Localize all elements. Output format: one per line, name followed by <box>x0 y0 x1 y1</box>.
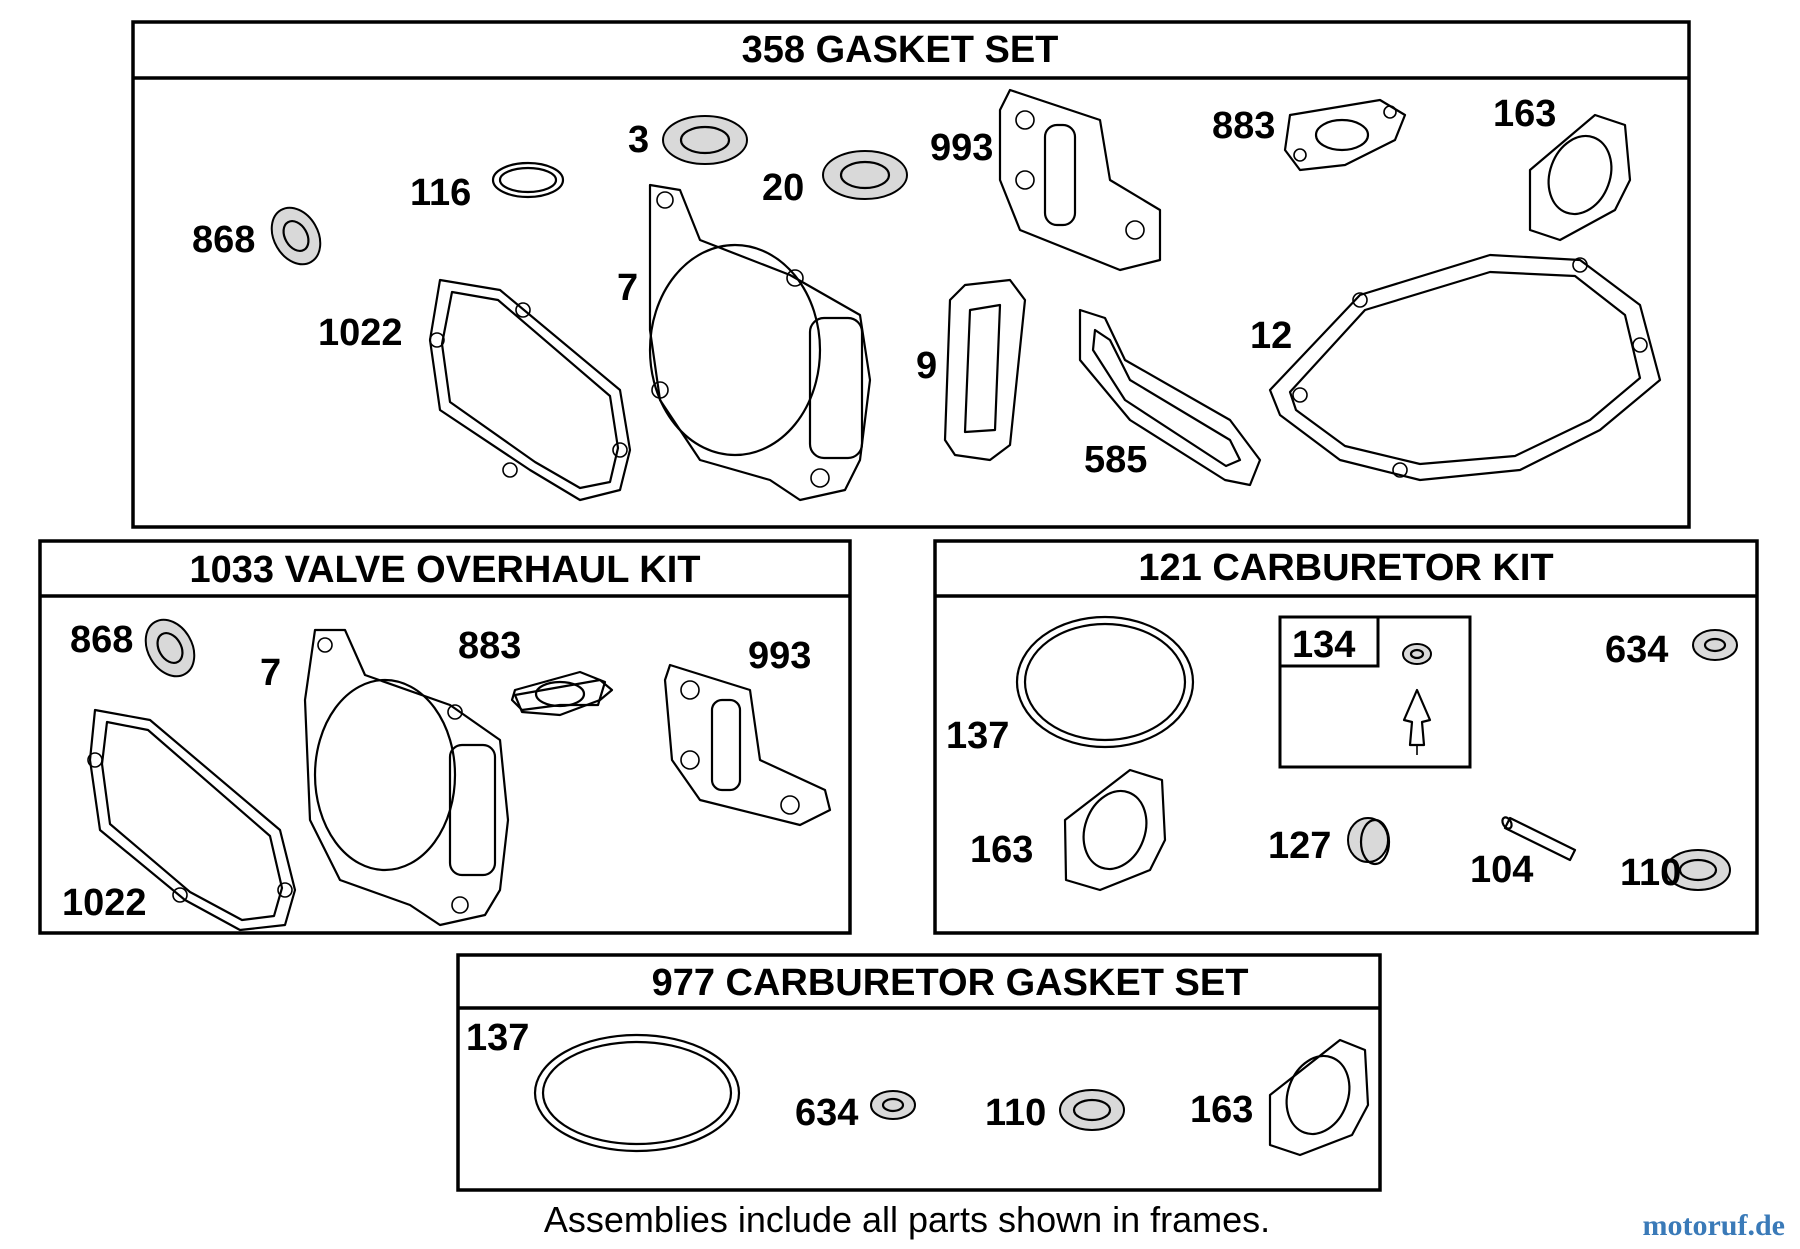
part-137-ring <box>533 1033 741 1153</box>
footnote: Assemblies include all parts shown in fr… <box>544 1199 1270 1240</box>
label-634: 634 <box>1605 629 1668 671</box>
part-116-ring <box>491 161 565 199</box>
label-137: 137 <box>946 715 1009 757</box>
label-3: 3 <box>628 119 649 161</box>
part-883-gasket <box>510 670 614 717</box>
label-993: 993 <box>748 635 811 677</box>
part-7-head-gasket <box>648 183 872 502</box>
label-116: 116 <box>410 172 471 214</box>
part-1022-cover-gasket <box>428 278 632 502</box>
part-127-plug <box>1347 817 1391 866</box>
part-634-washer <box>1692 629 1738 661</box>
label-1022: 1022 <box>62 882 147 924</box>
part-12-crankcase-gasket <box>1268 253 1662 482</box>
part-883-gasket <box>1283 98 1407 172</box>
label-9: 9 <box>916 345 937 387</box>
part-163-gasket <box>1528 113 1632 242</box>
label-1022: 1022 <box>318 312 403 354</box>
label-127: 127 <box>1268 825 1331 867</box>
part-134-needle-seat <box>1278 615 1472 769</box>
label-20: 20 <box>762 167 804 209</box>
label-163: 163 <box>970 829 1033 871</box>
label-634: 634 <box>795 1092 858 1134</box>
part-137-ring <box>1015 615 1195 749</box>
label-110: 110 <box>985 1092 1046 1134</box>
label-110: 110 <box>1620 852 1681 894</box>
label-883: 883 <box>1212 105 1275 147</box>
part-868-seal <box>270 206 322 266</box>
part-993-gasket <box>663 663 832 827</box>
label-7: 7 <box>260 652 281 694</box>
frame-title: 121 CARBURETOR KIT <box>1138 547 1553 589</box>
frame-title: 358 GASKET SET <box>742 29 1059 71</box>
frame-title: 1033 VALVE OVERHAUL KIT <box>189 549 700 591</box>
label-868: 868 <box>70 619 133 661</box>
part-163-gasket <box>1063 768 1167 892</box>
part-9-gasket <box>943 278 1027 462</box>
frame-valve-overhaul-kit: 1033 VALVE OVERHAUL KIT <box>38 539 852 935</box>
label-868: 868 <box>192 219 255 261</box>
label-883: 883 <box>458 625 521 667</box>
part-868-seal <box>144 618 196 678</box>
part-1022-cover-gasket <box>87 708 297 932</box>
label-163: 163 <box>1190 1089 1253 1131</box>
watermark: motoruf.de <box>1643 1209 1785 1242</box>
part-20-seal <box>822 150 908 200</box>
part-634-washer <box>870 1090 916 1120</box>
part-3-seal <box>662 115 748 165</box>
label-137: 137 <box>466 1017 529 1059</box>
label-12: 12 <box>1250 315 1292 357</box>
label-993: 993 <box>930 127 993 169</box>
frame-carburetor-gasket-set: 977 CARBURETOR GASKET SET 137 634 110 16… <box>456 953 1382 1192</box>
frame-carburetor-kit: 121 CARBURETOR KIT <box>933 539 1759 935</box>
part-585-gasket <box>1078 308 1262 487</box>
frame-title: 977 CARBURETOR GASKET SET <box>652 962 1249 1004</box>
part-110-washer <box>1665 849 1731 891</box>
part-993-gasket <box>998 88 1162 272</box>
label-134: 134 <box>1292 624 1355 666</box>
part-163-gasket <box>1268 1038 1370 1157</box>
label-7: 7 <box>617 267 638 309</box>
part-110-washer <box>1059 1089 1125 1131</box>
part-104-pin <box>1501 816 1577 862</box>
frame-gasket-set: 358 GASKET SET <box>131 20 1691 529</box>
part-7-head-gasket <box>303 628 510 927</box>
label-585: 585 <box>1084 439 1147 481</box>
label-104: 104 <box>1470 849 1533 891</box>
label-163: 163 <box>1493 93 1556 135</box>
